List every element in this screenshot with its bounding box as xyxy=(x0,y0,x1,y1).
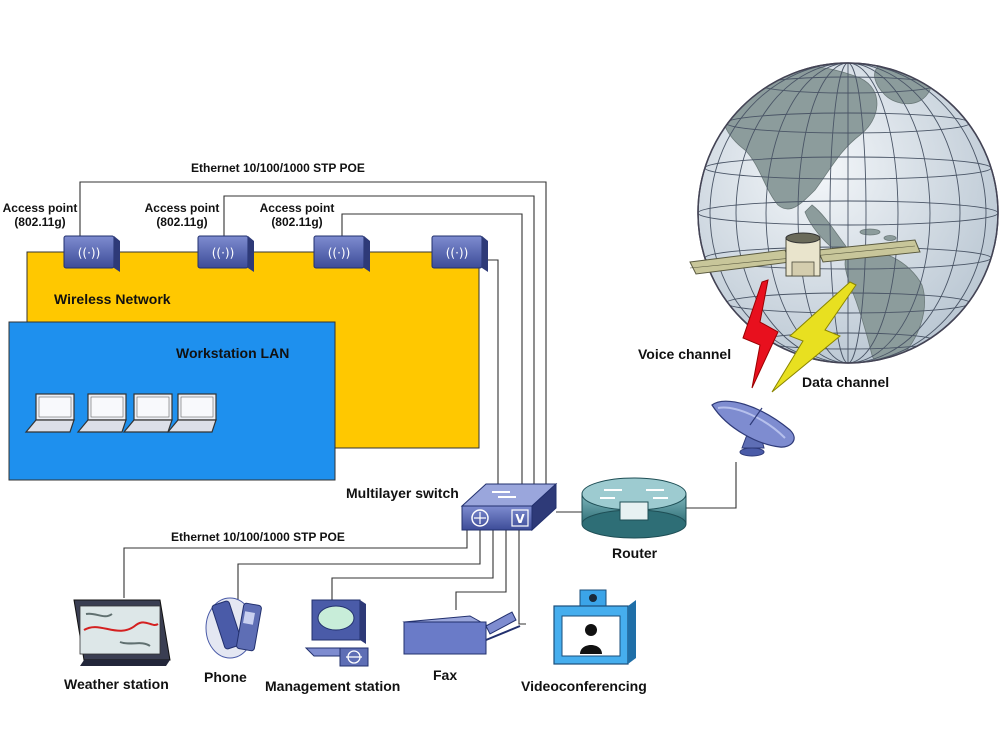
router-icon xyxy=(581,477,687,539)
access-point-title: Access point xyxy=(259,201,335,215)
management-station-icon xyxy=(304,599,369,667)
ethernet-label-bottom: Ethernet 10/100/1000 STP POE xyxy=(171,530,345,544)
access-point-standard: (802.11g) xyxy=(271,214,323,229)
laptop-icon xyxy=(166,393,217,433)
multilayer-switch-icon: V xyxy=(460,482,558,532)
laptop-icon xyxy=(24,393,75,433)
weather-station-label: Weather station xyxy=(64,676,169,692)
fax-label: Fax xyxy=(433,667,458,683)
laptop-icon xyxy=(76,393,127,433)
data-channel-label: Data channel xyxy=(802,374,890,390)
voice-channel-bolt xyxy=(742,279,779,389)
management-station-label: Management station xyxy=(265,678,401,694)
svg-text:((·)): ((·)) xyxy=(212,246,235,260)
workstation-lan-label: Workstation LAN xyxy=(176,345,290,361)
router-label: Router xyxy=(612,545,658,561)
phone-label: Phone xyxy=(204,669,247,685)
fax-icon xyxy=(402,611,521,655)
videoconferencing-label: Videoconferencing xyxy=(521,678,647,694)
wireless-access-point-icon: ((·)) xyxy=(431,235,488,272)
satellite-dish-icon xyxy=(711,400,795,457)
voice-channel-label: Voice channel xyxy=(638,346,732,362)
wireless-access-point-icon: ((·)) xyxy=(197,235,254,272)
access-point-label-2: Access point (802.11g) xyxy=(140,201,224,230)
access-point-title: Access point xyxy=(2,201,78,215)
wireless-network-label: Wireless Network xyxy=(54,291,171,307)
access-point-title: Access point xyxy=(144,201,220,215)
wireless-access-point-icon: ((·)) xyxy=(313,235,370,272)
ethernet-label-top: Ethernet 10/100/1000 STP POE xyxy=(191,161,365,175)
access-point-label-1: Access point (802.11g) xyxy=(0,201,80,230)
globe-icon xyxy=(697,62,999,364)
access-point-standard: (802.11g) xyxy=(156,214,208,229)
svg-text:((·)): ((·)) xyxy=(446,246,469,260)
svg-text:((·)): ((·)) xyxy=(78,246,101,260)
videoconferencing-icon xyxy=(553,589,636,665)
satellite-icon xyxy=(689,232,921,277)
wireless-access-point-icon: ((·)) xyxy=(63,235,120,272)
multilayer-switch-label: Multilayer switch xyxy=(346,485,459,501)
switch-badge: V xyxy=(515,512,525,526)
data-channel-bolt xyxy=(771,281,857,393)
access-point-label-3: Access point (802.11g) xyxy=(255,201,339,230)
weather-station-icon xyxy=(73,599,171,666)
cables xyxy=(79,181,737,625)
phone-icon xyxy=(205,597,262,659)
svg-text:((·)): ((·)) xyxy=(328,246,351,260)
access-point-standard: (802.11g) xyxy=(14,214,66,229)
laptop-icon xyxy=(122,393,173,433)
